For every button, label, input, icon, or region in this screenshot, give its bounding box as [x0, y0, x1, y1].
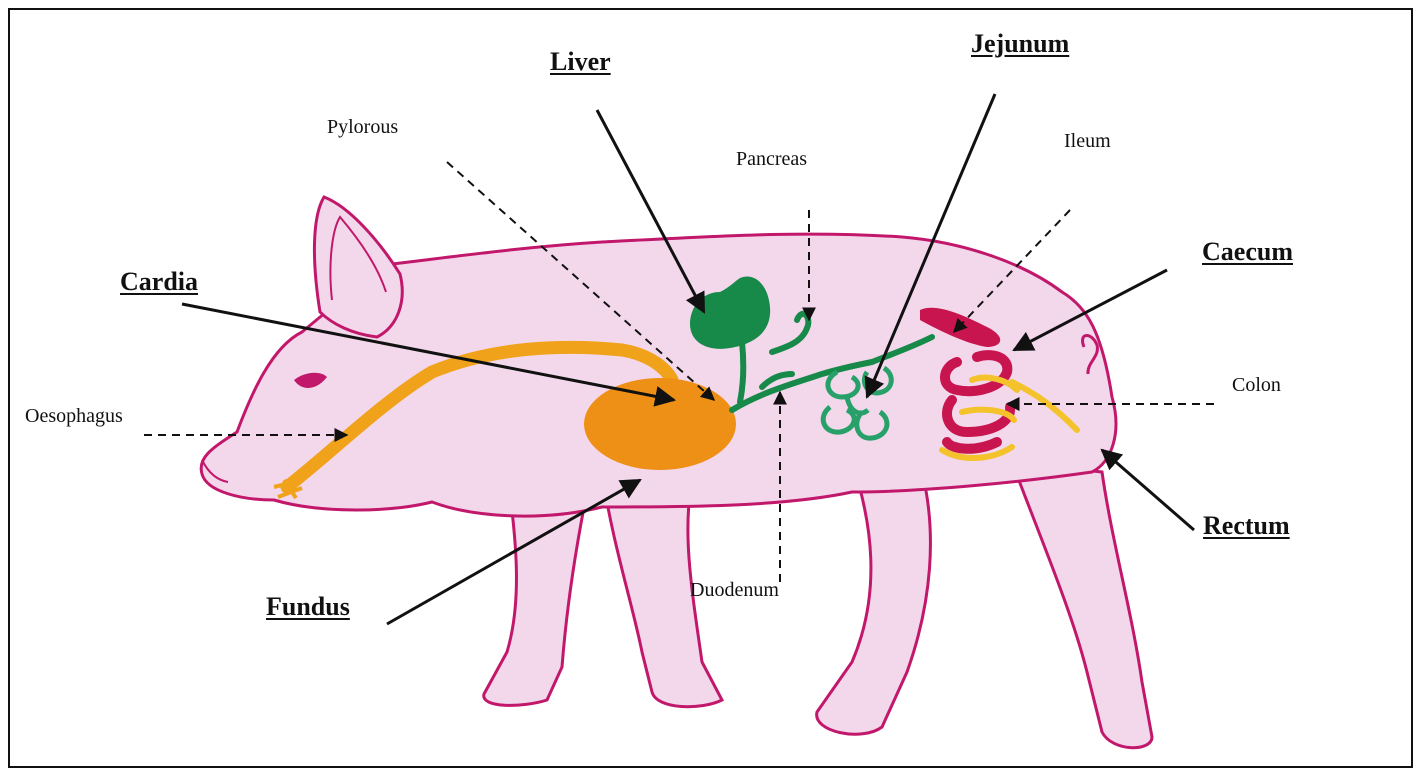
diagram-frame: Liver Jejunum Pylorous Pancreas Ileum Ca… [8, 8, 1413, 768]
label-fundus: Fundus [266, 594, 350, 620]
pig-ear [314, 197, 402, 337]
pig-digestive-diagram [10, 10, 1413, 768]
stomach-organ [584, 378, 736, 470]
bile-duct-tube [740, 342, 743, 402]
label-caecum: Caecum [1202, 239, 1293, 265]
label-liver: Liver [550, 49, 611, 75]
label-pancreas: Pancreas [736, 149, 807, 169]
pig-hind-leg-near [1012, 462, 1152, 748]
label-ileum: Ileum [1064, 131, 1111, 151]
pig-hind-leg-far [817, 462, 931, 734]
label-oesophagus: Oesophagus [25, 406, 123, 426]
rectum-pointer [1102, 450, 1194, 530]
label-duodenum: Duodenum [690, 580, 779, 600]
label-colon: Colon [1232, 375, 1281, 395]
label-rectum: Rectum [1203, 513, 1290, 539]
label-jejunum: Jejunum [971, 31, 1069, 57]
label-pylorous: Pylorous [327, 117, 398, 137]
label-cardia: Cardia [120, 269, 198, 295]
